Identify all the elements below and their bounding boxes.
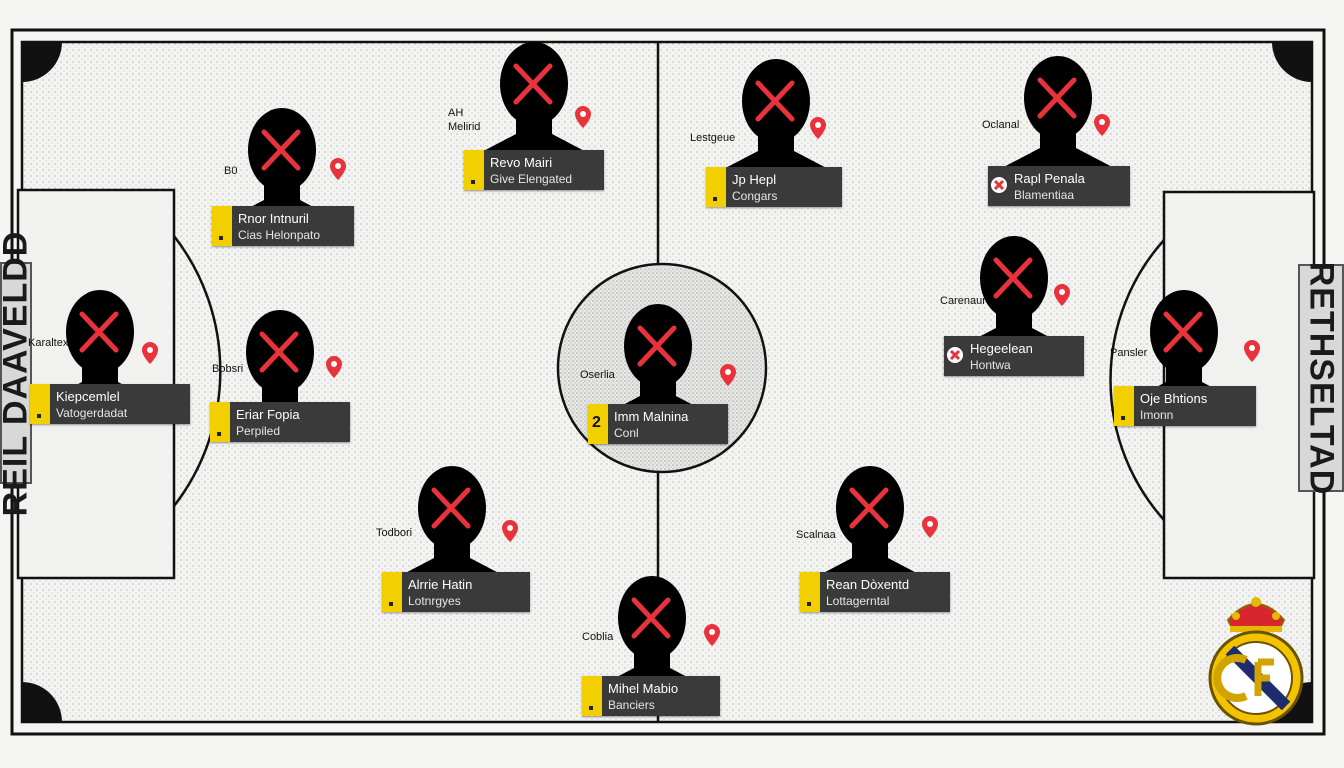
right-team-banner: RETHSELTAD [1298,261,1344,495]
player-subtitle: Congars [732,189,778,203]
player-role-label: Karaltex [28,337,69,349]
player-silhouette-icon [998,56,1118,182]
player-name: Revo Mairi [490,155,553,170]
player-role-label: Carenaur [940,295,986,307]
location-pin-icon [720,364,736,386]
x-icon [944,336,964,376]
player-name: Rnor Intnuril [238,211,309,226]
player-card-9[interactable]: Pansler Oje Bhtions Imonn [1110,286,1274,476]
player-name-card[interactable]: Kiepcemlel Vatogerdadat [30,384,190,424]
player-subtitle: Cias Helonpato [238,228,321,242]
location-pin-icon [142,342,158,364]
x-icon [988,166,1008,206]
location-pin-icon [704,624,720,646]
location-pin-icon [922,516,938,538]
player-name: Oje Bhtions [1140,391,1208,406]
player-name-card[interactable]: Alrrie Hatin Lotnrgyes [382,572,530,612]
location-pin-icon [1244,340,1260,362]
jersey-icon [800,572,820,612]
player-name-card[interactable]: Mihel Mabio Banciers [582,676,720,716]
player-role-label: Bobsri [212,363,244,375]
location-pin-icon [502,520,518,542]
player-role-label: B0 [224,165,238,177]
left-team-banner: REIL DAAVELDD [0,230,35,516]
player-card-6[interactable]: Bobsri Eriar Fopia Perpiled [210,306,370,496]
player-card-11[interactable]: Scalnaa Rean Dòxentd Lottagerntal [796,462,960,652]
player-name: Rapl Penala [1014,171,1085,186]
player-name-card[interactable]: 2 Imm Malnina Conl [588,404,728,444]
player-subtitle: Banciers [608,698,655,712]
right-penalty-box [1162,190,1316,580]
player-name-card[interactable]: Revo Mairi Give Elengated [464,150,604,190]
player-subtitle: Vatogerdadat [56,406,128,420]
player-role-label: Pansler [1110,347,1148,359]
player-role-label: Coblia [582,631,614,643]
player-name: Rean Dòxentd [826,577,910,592]
jersey-icon [212,206,232,246]
player-silhouette-icon [474,42,594,168]
player-silhouette-icon [716,59,836,185]
player-role-label: Oserlia [580,369,615,381]
player-name: Jp Hepl [732,172,777,187]
jersey-icon [582,676,602,716]
player-role-label: Lestgeue [690,132,736,144]
player-card-12[interactable]: Coblia Mihel Mabio Banciers [582,572,742,762]
player-card-4[interactable]: Oclanal Rapl Penala Blamentiaa [982,52,1146,242]
location-pin-icon [810,117,826,139]
player-name: Alrrie Hatin [408,577,473,592]
player-name-card[interactable]: Rean Dòxentd Lottagerntal [800,572,950,612]
player-card-3[interactable]: Lestgeue Jp Hepl Congars [690,55,866,245]
location-pin-icon [330,158,346,180]
jersey-icon [464,150,484,190]
player-name: Imm Malnina [614,409,689,424]
player-name-card[interactable]: Jp Hepl Congars [706,167,842,207]
player-subtitle: Lotnrgyes [408,594,461,608]
location-pin-icon [326,356,342,378]
player-subtitle: Perpiled [236,424,281,438]
club-crest-icon [1208,597,1304,726]
jersey-icon [210,402,230,442]
player-subtitle: Conl [614,426,639,440]
player-subtitle: Lottagerntal [826,594,890,608]
player-role-label: Scalnaa [796,529,836,541]
player-role-label: Todbori [376,527,413,539]
player-subtitle: Imonn [1140,408,1174,422]
player-card-8[interactable]: Carenaur Hegeelean Hontwa [940,232,1104,422]
player-name: Mihel Mabio [608,681,679,696]
location-pin-icon [1054,284,1070,306]
location-pin-icon [1094,114,1110,136]
player-card-5[interactable]: Karaltex Kiepcemlel Vatogerdadat [28,286,190,476]
player-subtitle: Blamentiaa [1014,188,1075,202]
jersey-icon [1114,386,1134,426]
jersey-icon [382,572,402,612]
player-name-card[interactable]: Eriar Fopia Perpiled [210,402,350,442]
jersey-icon [706,167,726,207]
player-card-10[interactable]: Todbori Alrrie Hatin Lotnrgyes [376,462,542,652]
player-name: Kiepcemlel [56,389,120,404]
player-name-card[interactable]: Rnor Intnuril Cias Helonpato [212,206,354,246]
jersey-icon [30,384,50,424]
player-subtitle: Give Elengated [490,172,573,186]
player-name-card[interactable]: Rapl Penala Blamentiaa [988,166,1130,206]
player-role-label: Oclanal [982,119,1020,131]
player-role-label: AH Melirid [448,107,481,133]
right-team-banner-text: RETHSELTAD [1302,261,1341,495]
player-card-2[interactable]: B0 Rnor Intnuril Cias Helonpato [212,104,372,294]
player-name: Hegeelean [970,341,1033,356]
player-name-card[interactable]: Hegeelean Hontwa [944,336,1084,376]
player-card-1[interactable]: AH Melirid Revo Mairi Give Elengated [448,38,620,228]
location-pin-icon [575,106,591,128]
player-name: Eriar Fopia [236,407,300,422]
player-subtitle: Hontwa [970,358,1011,372]
player-name-card[interactable]: Oje Bhtions Imonn [1114,386,1256,426]
jersey-number-badge: 2 [588,404,608,444]
player-card-7[interactable]: Oserlia 2 Imm Malnina Conl [580,300,748,490]
